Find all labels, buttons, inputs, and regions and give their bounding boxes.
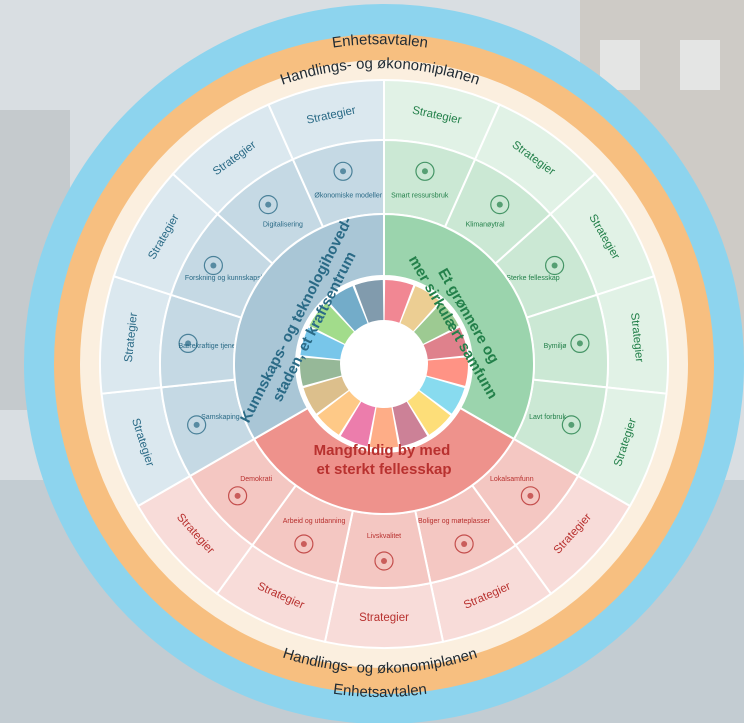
heart-icon [374,551,394,571]
segment-label: Arbeid og utdanning [283,518,346,525]
segment-label: Forskning og kunnskapsbygging [185,275,286,282]
sdg-segment [414,302,459,344]
coins-icon [333,161,353,181]
sdg-segment [309,302,354,344]
segment-label: Klimanøytral [466,222,505,229]
segment-label: Smart ressursbruk [391,193,449,200]
sdg-segment [369,407,399,448]
sdg-segment [317,391,361,435]
outer-ring-top-label: Enhetsavtalen [331,31,429,52]
outer-ring-bottom-label: Enhetsavtalen [332,681,428,701]
segment-label: Lavt forbruk [529,414,566,421]
segment-label: Boliger og møteplasser [418,518,491,525]
nature-icon [545,255,565,276]
sdg-segment [384,280,414,323]
bottom-segment-cell[interactable] [336,509,432,589]
sdg-segment [354,280,384,323]
sdg-segment [407,391,451,435]
segment-label: Livskvalitet [367,533,401,540]
strategy-label: Strategier [359,612,409,624]
sdg-segment [300,357,342,386]
globe-icon [490,195,510,215]
people-icon [520,486,540,506]
recycle-icon [561,415,581,435]
hand-pen-icon [203,255,223,276]
sdg-segment [423,327,468,360]
graduation-cap-icon [294,534,314,554]
segment-label: Digitalisering [263,222,303,229]
sdg-segment [392,401,428,447]
house-icon [454,534,474,554]
sdg-segment [419,376,465,414]
sdg-segment [340,401,376,447]
bottom-sector-title: Mangfoldig by med et sterkt fellesskap [314,442,455,478]
sdg-segment [328,286,368,332]
chip-icon [258,195,278,215]
robot-icon [178,333,198,354]
community-icon [228,486,248,506]
segment-label: Økonomiske modeller [314,193,382,200]
segment-label: Bærekraftige tjenester [179,343,249,350]
segment-label: Samskaping [201,414,240,421]
network-icon [187,415,207,435]
segment-label: Demokrati [240,476,272,483]
sdg-segment [303,376,349,414]
infinity-icon [415,161,435,181]
segment-label: Lokalsamfunn [490,476,534,483]
sdg-segment [400,286,440,332]
segment-label: Sterke fellesskap [506,275,559,282]
segment-label: Bymiljø [544,343,568,350]
sdg-segment [300,327,345,360]
strategy-label: Strategier [123,312,140,363]
center-circle [344,324,424,404]
strategy-label: Strategier [628,312,645,363]
buildings-icon [570,333,590,354]
sdg-segment [426,357,468,386]
